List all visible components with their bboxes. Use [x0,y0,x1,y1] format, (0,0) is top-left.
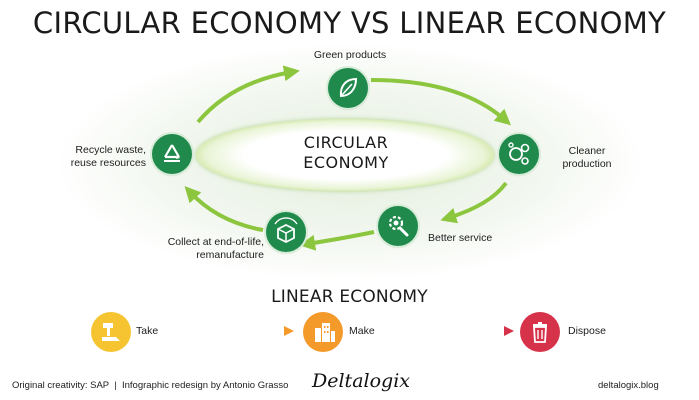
collect-line-2: remanufacture [196,249,264,261]
recycle-label: Recycle waste, reuse resources [40,144,146,170]
take-label: Take [136,325,159,337]
recycle-node [152,134,192,174]
collect-node [266,212,306,252]
better-service-node [378,206,418,246]
footer-site: deltalogix.blog [598,380,659,391]
cleaner-production-node [499,134,539,174]
page-title: CIRCULAR ECONOMY VS LINEAR ECONOMY [32,6,667,40]
footer-credit: Original creativity: SAP | Infographic r… [12,380,289,391]
linear-economy-title: LINEAR ECONOMY [271,287,428,307]
recycle-icon [164,144,180,162]
collect-label: Collect at end-of-life, remanufacture [146,236,264,262]
center-line-2: ECONOMY [303,153,389,172]
take-node [91,312,131,352]
leaf-icon [339,77,358,98]
better-service-label: Better service [428,232,493,244]
factory-icon [315,323,335,342]
box-recycle-icon [274,217,298,244]
make-label: Make [349,325,375,337]
trash-icon [533,322,547,343]
arrow-cleaner-to-service [440,181,508,224]
make-node [303,312,343,352]
center-line-1: CIRCULAR [303,133,389,152]
dispose-node [520,312,560,352]
cleaner-line-2: production [562,158,612,170]
collect-line-1: Collect at end-of-life, [167,236,264,248]
recycle-line-1: Recycle waste, [75,144,146,156]
gear-wrench-icon [388,215,409,237]
circular-economy-ellipse [196,119,494,191]
recycle-line-2: reuse resources [70,157,146,169]
arrow-recycle-to-green [196,65,300,124]
arrow-green-to-cleaner [370,78,511,126]
circular-economy-label: CIRCULAR ECONOMY [246,133,446,173]
deltalogix-logo: Deltalogix [312,370,410,392]
hammer-hand-icon [102,323,120,341]
bubbles-icon [508,142,530,165]
cleaner-production-label: Cleaner production [552,145,622,171]
green-products-label: Green products [313,49,387,61]
arrow-collect-to-recycle [184,186,264,232]
dispose-label: Dispose [568,325,606,337]
green-products-node [328,68,368,108]
arrow-service-to-collect [299,230,375,251]
cleaner-line-1: Cleaner [568,145,606,157]
